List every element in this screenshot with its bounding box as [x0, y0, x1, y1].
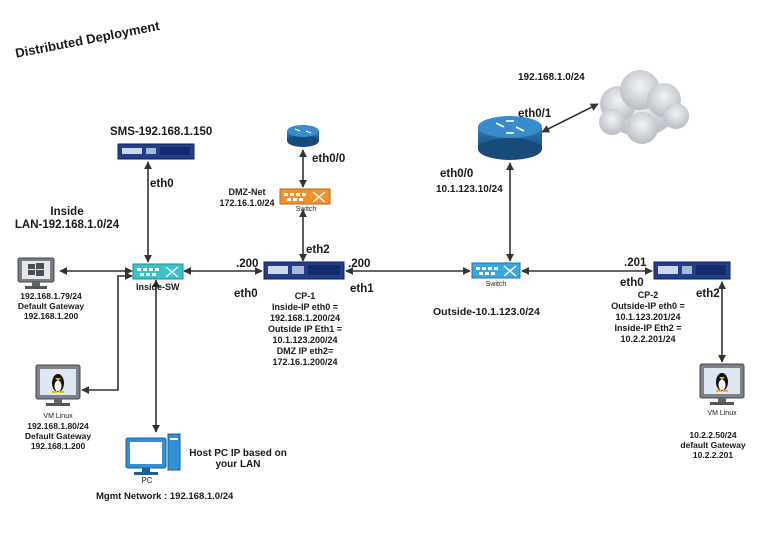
vm-left-gateway-label: Default Gateway — [24, 431, 92, 441]
cp2-left-port: eth0 — [620, 277, 644, 289]
inside-pc-ip: 192.168.1.79/24 — [20, 291, 82, 301]
router-ip: 10.1.123.10/24 — [436, 184, 503, 195]
cp1-left-port: eth0 — [234, 288, 258, 300]
cp1-appliance-icon — [263, 261, 345, 280]
vm-linux-right-caption: VM Linux — [707, 410, 737, 417]
vm-left-gateway: 192.168.1.200 — [30, 441, 86, 451]
router-top-net: 192.168.1.0/24 — [518, 72, 585, 83]
dmz-router-icon — [287, 125, 319, 147]
mgmt-pc-note-line2: your LAN — [215, 459, 261, 470]
vm-right-gateway-label: default Gateway — [680, 440, 746, 450]
link-router-cloud — [541, 103, 599, 133]
vm-right-gateway: 10.2.2.201 — [692, 450, 734, 460]
cp1-outside-ip-label: Outside IP Eth1 = — [267, 324, 343, 334]
dmz-net-line1: DMZ-Net — [228, 187, 266, 197]
dmz-router-port: eth0/0 — [312, 153, 346, 165]
dmz-net-line2: 172.16.1.0/24 — [219, 198, 275, 208]
vm-linux-right-info: 10.2.2.50/24 default Gateway 10.2.2.201 — [668, 430, 758, 460]
cp1-left-ip: .200 — [236, 258, 259, 270]
vm-linux-right-icon — [699, 363, 745, 405]
dmz-switch-caption: Switch — [295, 206, 317, 213]
inside-lan-label: Inside LAN-192.168.1.0/24 — [12, 206, 122, 232]
cp2-right-port: eth2 — [696, 288, 720, 300]
cp2-ip: .201 — [624, 257, 647, 269]
connections — [59, 103, 726, 433]
vm-left-ip: 192.168.1.80/24 — [27, 421, 89, 431]
vm-linux-left-info: 192.168.1.80/24 Default Gateway 192.168.… — [12, 421, 104, 451]
cp1-outside-ip: 10.1.123.200/24 — [272, 335, 338, 345]
cp1-dmz-ip-label: DMZ IP eth2= — [276, 346, 334, 356]
inside-switch-label: Inside-SW — [136, 282, 180, 292]
inside-pc-gateway-label: Default Gateway — [17, 301, 85, 311]
outside-switch-caption: Switch — [485, 281, 507, 288]
inside-pc-info: 192.168.1.79/24 Default Gateway 192.168.… — [8, 291, 94, 321]
cp1-name: CP-1 — [294, 291, 316, 301]
cp1-inside-ip: 192.168.1.200/24 — [269, 313, 341, 323]
router-port-down: eth0/0 — [440, 168, 474, 180]
outside-net-label: Outside-10.1.123.0/24 — [433, 306, 540, 318]
vm-right-ip: 10.2.2.50/24 — [689, 430, 737, 440]
inside-lan-line2: LAN-192.168.1.0/24 — [14, 219, 120, 231]
mgmt-pc-note: Host PC IP based on your LAN — [188, 448, 288, 470]
dmz-net-label: DMZ-Net 172.16.1.0/24 — [214, 187, 280, 209]
cp2-name: CP-2 — [637, 290, 659, 300]
cp2-outside-ip: 10.1.123.201/24 — [615, 312, 681, 322]
outside-switch-icon — [471, 262, 521, 279]
cp1-eth2-label: eth2 — [306, 244, 330, 256]
mgmt-pc-caption: PC — [141, 476, 153, 485]
router-icon — [478, 116, 542, 160]
inside-pc-gateway: 192.168.1.200 — [23, 311, 79, 321]
cp2-outside-ip-label: Outside-IP eth0 = — [611, 301, 685, 311]
internet-cloud-icon — [599, 70, 689, 144]
inside-switch-icon — [132, 263, 184, 280]
sms-appliance-icon — [117, 143, 195, 160]
link-vm-insidesw — [81, 272, 133, 394]
cp1-info: CP-1 Inside-IP eth0 = 192.168.1.200/24 O… — [250, 291, 360, 368]
cp2-appliance-icon — [653, 261, 731, 280]
cp2-inside-ip-label: Inside-IP Eth2 = — [614, 323, 682, 333]
sms-label: SMS-192.168.1.150 — [110, 126, 213, 138]
inside-lan-line1: Inside — [50, 206, 84, 218]
cp1-dmz-ip: 172.16.1.200/24 — [272, 357, 338, 367]
mgmt-pc-icon — [125, 433, 181, 475]
sms-port-label: eth0 — [150, 178, 174, 190]
mgmt-network-label: Mgmt Network : 192.168.1.0/24 — [96, 491, 234, 502]
cp2-inside-ip: 10.2.2.201/24 — [620, 334, 676, 344]
cp1-right-port: eth1 — [350, 283, 374, 295]
cp2-info: CP-2 Outside-IP eth0 = 10.1.123.201/24 I… — [596, 290, 700, 345]
mgmt-pc-note-line1: Host PC IP based on — [189, 448, 287, 459]
vm-linux-left-icon — [35, 364, 81, 406]
cp1-right-ip: .200 — [348, 258, 371, 270]
cp1-inside-ip-label: Inside-IP eth0 = — [271, 302, 339, 312]
vm-linux-left-caption: VM Linux — [43, 413, 73, 420]
router-port-up: eth0/1 — [518, 108, 552, 120]
dmz-switch-icon — [279, 188, 331, 205]
inside-pc-icon — [17, 257, 55, 289]
